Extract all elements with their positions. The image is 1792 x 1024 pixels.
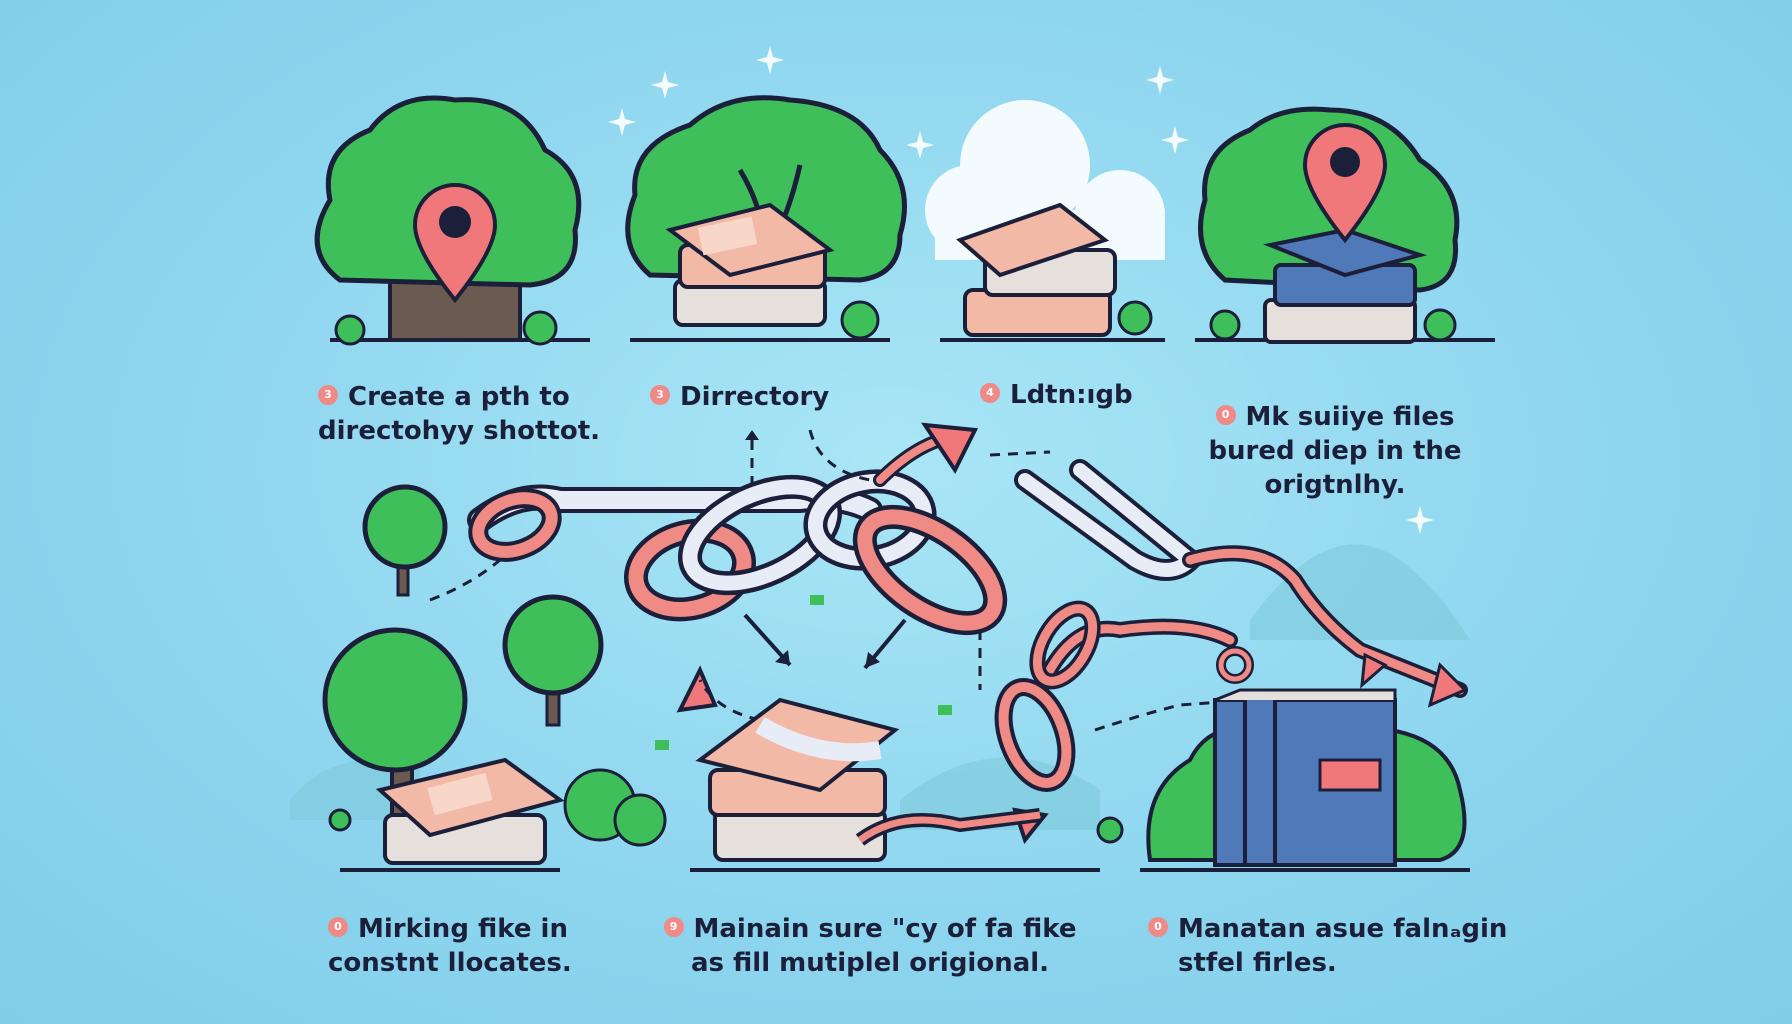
step-6-number: 9 xyxy=(663,916,684,937)
step-5-line-1: Mirking fike in xyxy=(358,914,568,944)
step-4-line-1: Mk suiiye files xyxy=(1245,402,1455,432)
step-1-number: 3 xyxy=(318,384,338,405)
step-7-line-2: stfel firles. xyxy=(1178,948,1337,978)
step-3-line-1: Ldtn:ıgb xyxy=(1010,380,1133,410)
step-4-label: 0 Mk suiiye files bured diep in the origt… xyxy=(1200,400,1470,502)
book-stack-icon xyxy=(1140,688,1470,872)
step-2-label: 3 Dirrectory xyxy=(650,380,829,414)
step-1-line-1: Create a pth to xyxy=(348,382,570,412)
book-stack-icon xyxy=(690,697,1100,872)
step-6-label: 9 Mainain sure "cy of fa fike as fill mut… xyxy=(660,912,1080,980)
step-6-line-1: Mainain sure "cy of fa fike xyxy=(693,914,1077,944)
book-stack-icon xyxy=(340,757,565,872)
step-2-number: 3 xyxy=(650,384,670,405)
book-stack-icon xyxy=(940,202,1165,342)
bush xyxy=(328,768,1124,847)
chain-link-icon xyxy=(467,433,1468,792)
step-7-number: 0 xyxy=(1148,916,1168,937)
step-3-label: 4 Ldtn:ıgb xyxy=(980,378,1133,412)
step-1-line-2: directohyy shottot. xyxy=(318,416,601,446)
step-5-line-2: constnt llocates. xyxy=(328,948,572,978)
step-7-label: 0 Manatan asue falnₐgin stfel firles. xyxy=(1148,912,1507,980)
step-4-line-2: bured diep in the xyxy=(1208,436,1462,466)
step-5-number: 0 xyxy=(328,916,348,937)
location-pin-icon xyxy=(1302,123,1388,244)
step-7-line-1: Manatan asue falnₐgin xyxy=(1178,914,1508,944)
step-4-line-3: origtnlhy. xyxy=(1264,470,1406,500)
step-1-label: 3 Create a pth to directohyy shottot. xyxy=(318,380,600,448)
step-5-label: 0 Mirking fike in constnt llocates. xyxy=(328,912,572,980)
step-4-number: 0 xyxy=(1215,404,1236,425)
location-pin-icon xyxy=(412,183,498,304)
step-6-line-2: as fill mutiplel origional. xyxy=(690,948,1050,978)
step-3-number: 4 xyxy=(980,382,1000,403)
step-2-line-1: Dirrectory xyxy=(680,382,830,412)
flag-icon xyxy=(655,595,952,750)
book-stack-icon xyxy=(665,202,835,327)
book-stack-icon xyxy=(1263,227,1427,344)
